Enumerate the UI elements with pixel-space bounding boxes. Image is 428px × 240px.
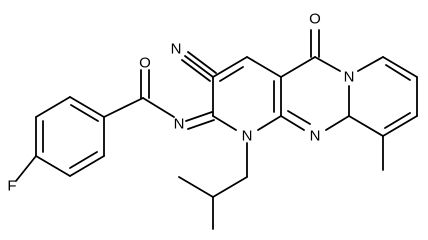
bond-lines bbox=[15, 29, 418, 230]
atom-label-nitrogen-ring-2: N bbox=[310, 128, 321, 145]
atom-label-nitrogen-nitrile: N bbox=[171, 41, 182, 58]
bond bbox=[70, 104, 99, 122]
bond bbox=[184, 55, 214, 78]
bond bbox=[212, 176, 248, 198]
bond bbox=[348, 115, 384, 137]
bond bbox=[69, 96, 105, 118]
atom-labels: O N F N O N N N bbox=[7, 11, 354, 195]
bond bbox=[187, 119, 215, 130]
bond bbox=[212, 115, 237, 131]
atom-label-nitrogen-imine: N bbox=[174, 116, 185, 133]
bond bbox=[181, 59, 211, 82]
bond bbox=[178, 176, 214, 198]
bond bbox=[187, 51, 217, 74]
bond bbox=[314, 56, 341, 72]
bond bbox=[280, 115, 305, 131]
bond bbox=[246, 56, 282, 78]
chemical-structure-diagram: O N F N O N N N bbox=[7, 11, 418, 230]
bond bbox=[385, 64, 411, 81]
bond bbox=[69, 151, 98, 169]
bond bbox=[35, 155, 71, 177]
bond bbox=[69, 155, 105, 177]
atom-label-oxygen-carbonyl: O bbox=[309, 11, 321, 28]
bond bbox=[212, 56, 248, 78]
bond bbox=[357, 56, 384, 72]
bond bbox=[384, 112, 411, 129]
atom-label-oxygen-amide: O bbox=[139, 55, 151, 72]
bond bbox=[280, 56, 316, 78]
bond bbox=[103, 97, 144, 118]
bond bbox=[15, 155, 37, 182]
bond bbox=[185, 111, 213, 122]
atom-label-fluorine: F bbox=[7, 178, 16, 195]
bond bbox=[382, 115, 418, 137]
bond bbox=[382, 56, 418, 78]
bond bbox=[287, 110, 311, 125]
bond bbox=[219, 66, 244, 82]
bond bbox=[257, 115, 282, 131]
bond bbox=[325, 115, 350, 131]
atom-label-nitrogen-ring-1: N bbox=[344, 69, 355, 86]
atom-label-nitrogen-ring-3: N bbox=[242, 128, 253, 145]
bond bbox=[142, 97, 175, 118]
bond bbox=[35, 96, 71, 118]
